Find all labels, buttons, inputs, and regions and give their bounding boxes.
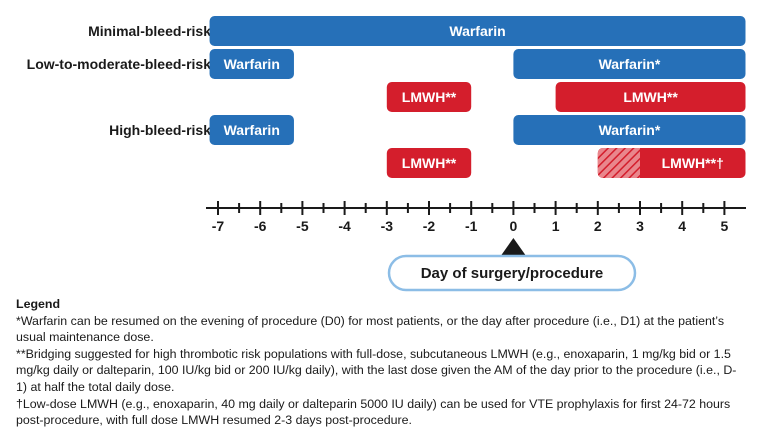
legend-item-bridging: **Bridging suggested for high thrombotic…: [16, 346, 737, 394]
bar-label: LMWH**: [623, 89, 678, 105]
bar-label: Warfarin: [224, 122, 280, 138]
bar-label: Warfarin: [224, 56, 280, 72]
bar-label: LMWH**: [402, 155, 457, 171]
legend-item-low-dose-lmwh: †Low-dose LMWH (e.g., enoxaparin, 40 mg …: [16, 396, 731, 428]
timeline-diagram: Minimal-bleed-riskLow-to-moderate-bleed-…: [27, 16, 746, 292]
day-axis: -7 -6 -5 -4 -3 -2 -1 0 1 2 3 4 5: [206, 201, 746, 234]
bar-label: Warfarin*: [599, 122, 661, 138]
axis-tick-label: -2: [423, 218, 436, 234]
marker-pill: [387, 254, 637, 292]
axis-tick-label: 5: [721, 218, 729, 234]
day-of-surgery-marker: Day of surgery/procedure: [387, 238, 637, 292]
lmwh-bar: [386, 148, 472, 178]
axis-tick-label: -4: [338, 218, 351, 234]
axis-tick-label: -3: [381, 218, 394, 234]
axis-tick-label: 4: [678, 218, 686, 234]
axis-tick-label: -6: [254, 218, 267, 234]
axis-tick-label: 2: [594, 218, 602, 234]
bar-label: Warfarin: [449, 23, 505, 39]
axis-tick-label: 3: [636, 218, 644, 234]
axis-tick-label: 1: [552, 218, 560, 234]
legend-item-warfarin-resumption: *Warfarin can be resumed on the evening …: [16, 313, 725, 345]
axis-tick-label: 0: [510, 218, 518, 234]
lmwh-bar: [386, 82, 472, 112]
warfarin-bar: [209, 16, 746, 46]
warfarin-bar: [209, 49, 294, 79]
bar-label: LMWH**†: [662, 155, 724, 171]
row-label: Minimal-bleed-risk: [88, 23, 211, 39]
axis-tick-label: -5: [296, 218, 309, 234]
warfarin-bar: [209, 115, 294, 145]
row-labels: Minimal-bleed-riskLow-to-moderate-bleed-…: [27, 23, 212, 138]
axis-tick-label: -1: [465, 218, 478, 234]
bar-label: Warfarin*: [599, 56, 661, 72]
lmwh-bar: [555, 82, 746, 112]
marker-arrow: [501, 238, 526, 255]
legend-title: Legend: [16, 297, 61, 311]
warfarin-bar: [513, 115, 746, 145]
warfarin-bar: [513, 49, 746, 79]
bar-label: LMWH**: [402, 89, 457, 105]
marker-label: Day of surgery/procedure: [421, 265, 604, 282]
legend: Legend *Warfarin can be resumed on the e…: [16, 296, 746, 429]
axis-tick-label: -7: [212, 218, 225, 234]
row-label: High-bleed-risk: [109, 122, 211, 138]
lmwh-low-dose-hatched-segment: [597, 148, 640, 178]
row-label: Low-to-moderate-bleed-risk: [27, 56, 212, 72]
